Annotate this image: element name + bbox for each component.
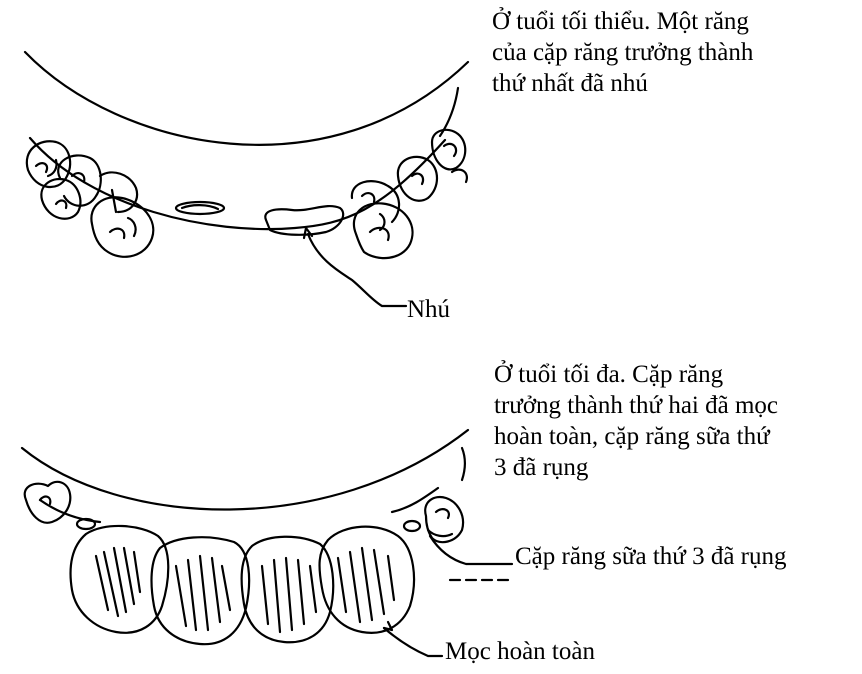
label-erupting: Nhú [407, 296, 450, 324]
upper-lip-curve-top [25, 52, 468, 145]
label-fully-erupted: Mọc hoàn toàn [445, 638, 595, 666]
erupting-tooth [265, 206, 343, 235]
adult-incisors [71, 526, 414, 644]
label-third-milk-pair-shed: Cặp răng sữa thứ 3 đã rụng [515, 543, 786, 571]
incisor-3 [242, 537, 334, 643]
leader-shed-pair [430, 536, 512, 564]
jaw-minimum-age [25, 52, 468, 306]
upper-lip-curve-bottom [22, 430, 468, 510]
milk-teeth-left-top [27, 141, 153, 257]
caption-minimum-age: Ở tuổi tối thiểu. Một răng của cặp răng … [492, 6, 852, 99]
leader-fully-erupted [384, 628, 442, 656]
milk-teeth-right-top [352, 130, 467, 258]
leader-erupting [308, 234, 406, 306]
milk-tooth-left-bottom [25, 482, 71, 523]
jaw-maximum-age [22, 430, 512, 656]
caption-maximum-age: Ở tuổi tối đa. Cặp răng trưởng thành thứ… [494, 359, 854, 483]
